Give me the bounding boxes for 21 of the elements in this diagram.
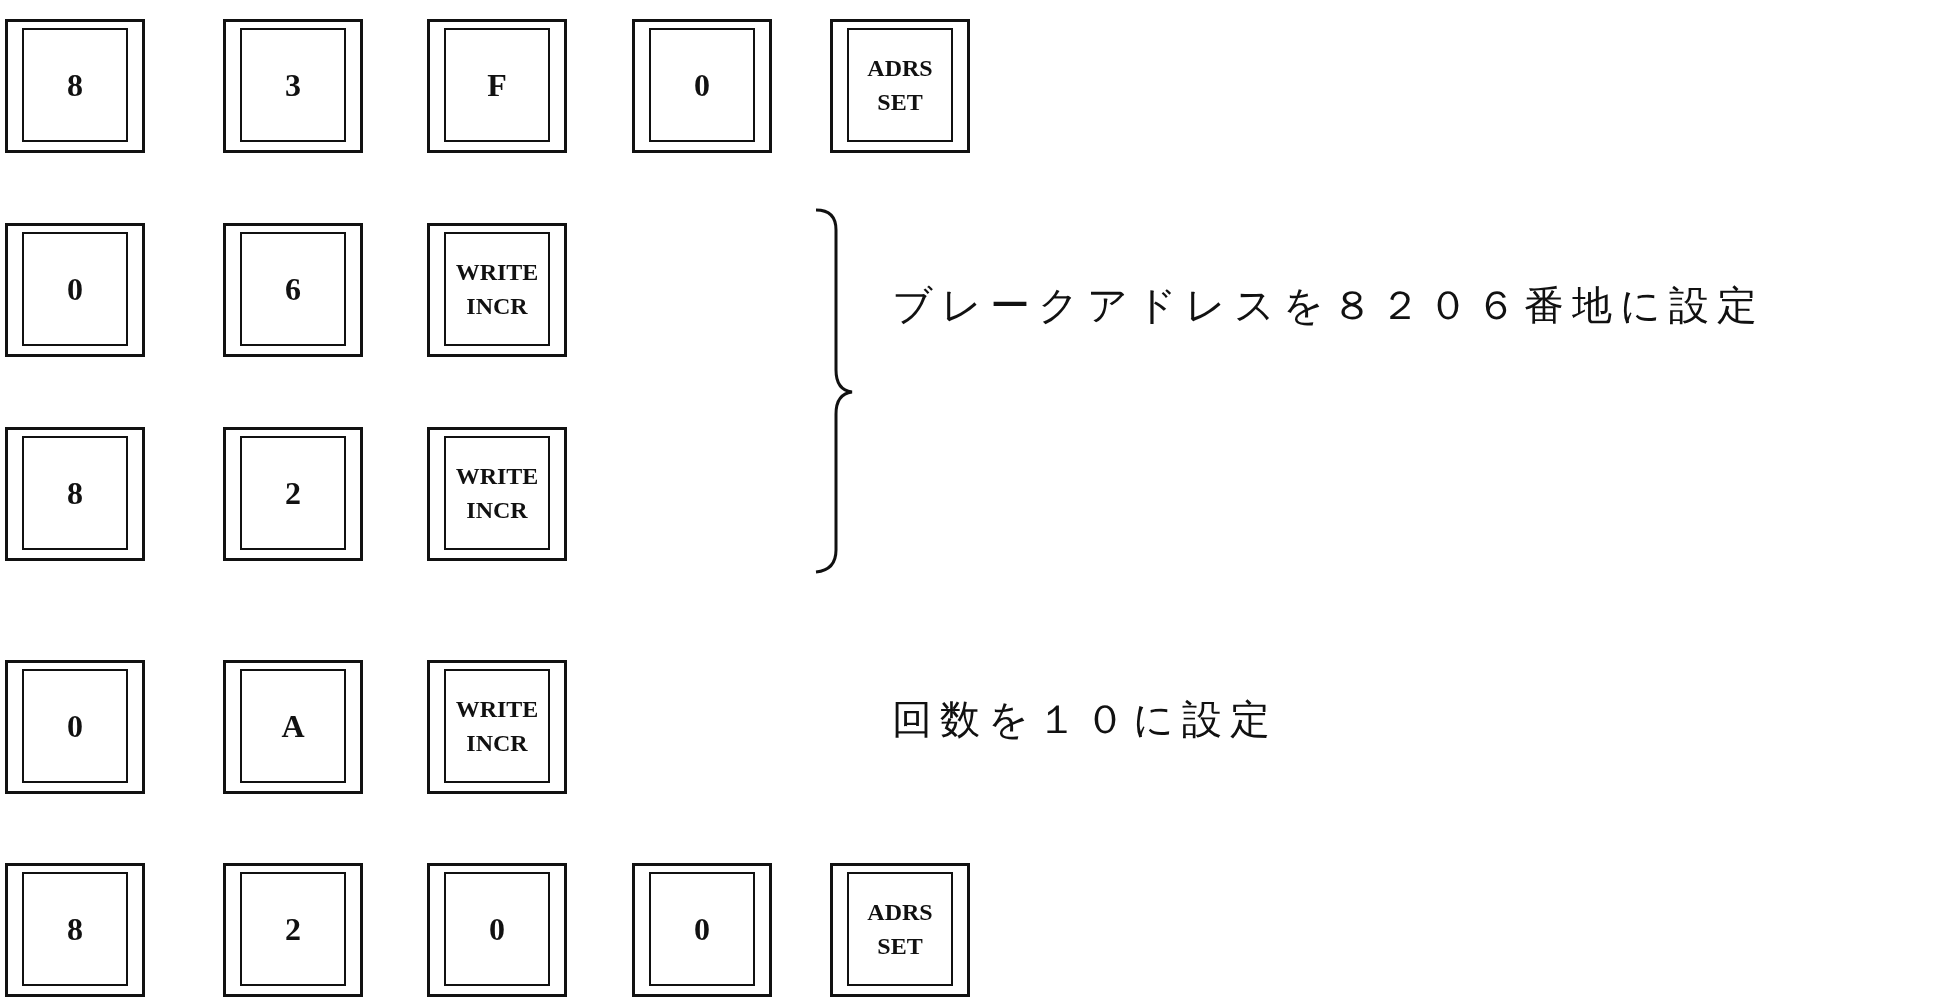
- key-button: 3: [223, 19, 363, 153]
- key-button: 6: [223, 223, 363, 357]
- key-button: ADRS SET: [830, 863, 970, 997]
- key-button: WRITE INCR: [427, 427, 567, 561]
- key-button: 0: [5, 223, 145, 357]
- key-button: 8: [5, 19, 145, 153]
- key-button: 0: [632, 863, 772, 997]
- key-button: WRITE INCR: [427, 660, 567, 794]
- key-button: A: [223, 660, 363, 794]
- note-text: ブレークアドレスを８２０６番地に設定: [892, 281, 1765, 330]
- key-button: 0: [632, 19, 772, 153]
- key-button: 2: [223, 863, 363, 997]
- key-button: 0: [427, 863, 567, 997]
- key-button: ADRS SET: [830, 19, 970, 153]
- key-button: 2: [223, 427, 363, 561]
- key-button: WRITE INCR: [427, 223, 567, 357]
- key-button: 8: [5, 863, 145, 997]
- key-button: 8: [5, 427, 145, 561]
- key-button: 0: [5, 660, 145, 794]
- key-button: F: [427, 19, 567, 153]
- note-text: 回数を１０に設定: [892, 695, 1278, 744]
